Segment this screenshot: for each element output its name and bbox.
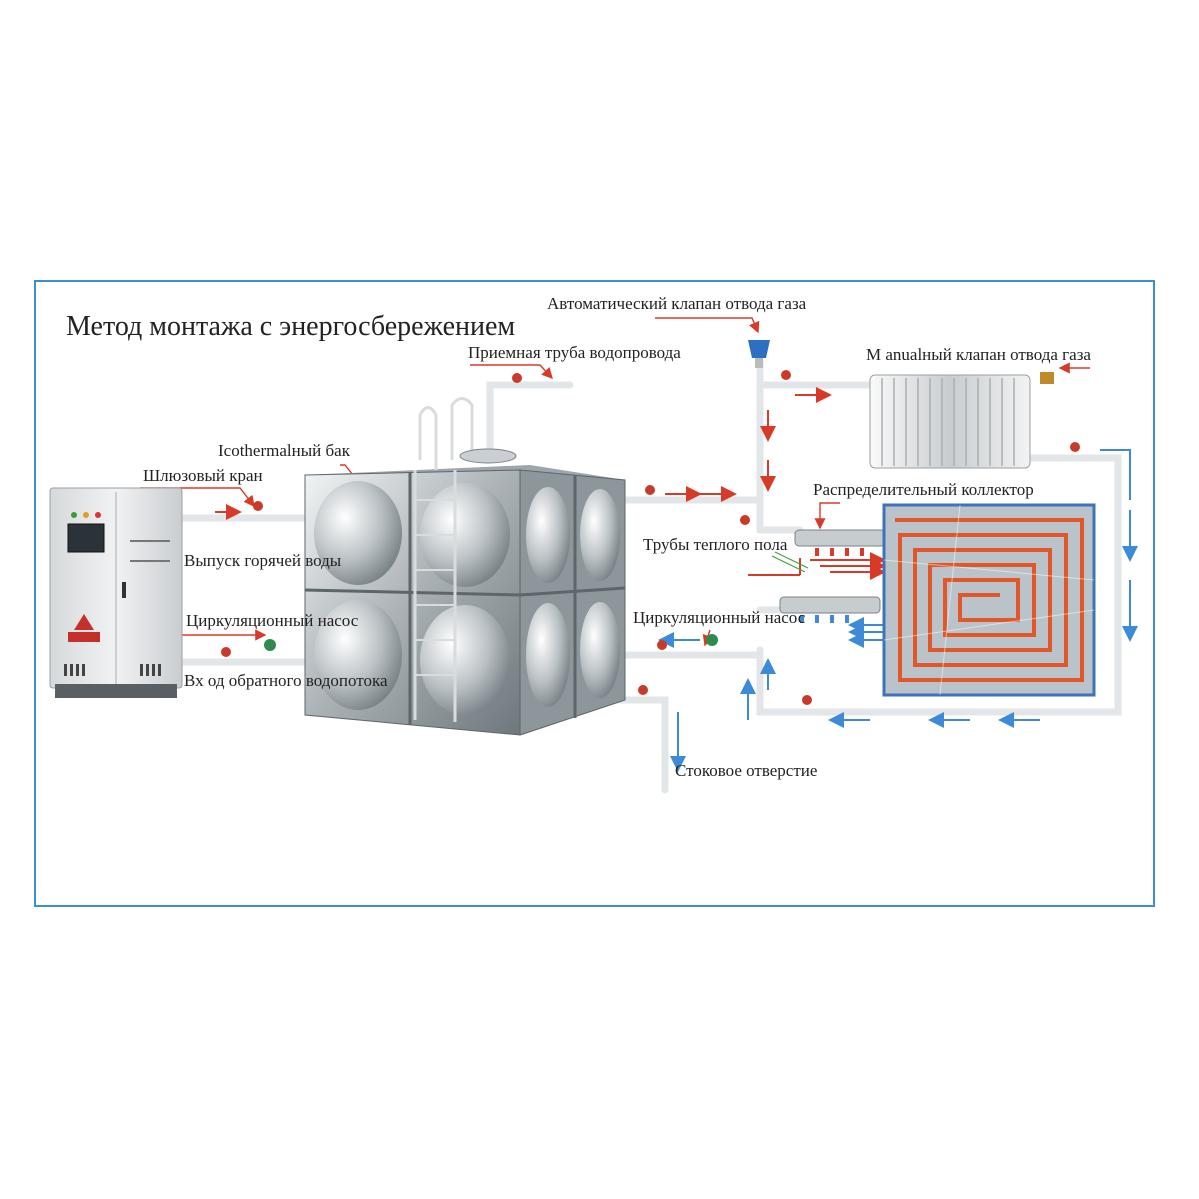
- return-flow-arrows: [658, 449, 1138, 772]
- label-manifold: Распределительный коллектор: [813, 480, 1034, 499]
- valves: [221, 370, 1080, 705]
- label-return-water-inlet: Вх од обратного водопотока: [184, 671, 388, 690]
- electric-boiler: [49, 487, 183, 698]
- label-inlet-pipe: Приемная труба водопровода: [468, 343, 681, 362]
- label-circulation-pump-right: Циркуляционный насос: [633, 608, 806, 627]
- label-gate-valve: Шлюзовый кран: [143, 466, 263, 485]
- label-manual-vent: M anualный клапан отвода газа: [866, 345, 1091, 364]
- floor-pipe-leader: [771, 551, 809, 573]
- radiator: [869, 372, 1054, 469]
- auto-air-vent: [748, 340, 770, 368]
- diagram-title: Метод монтажа с энергосбережением: [66, 311, 516, 342]
- hot-flow-arrows: [215, 387, 886, 580]
- label-tank: Icothermalный бак: [218, 441, 350, 460]
- label-hot-water-outlet: Выпуск горячей воды: [184, 551, 342, 570]
- floor-heating-coil: [882, 503, 1096, 697]
- pipes: [178, 356, 1122, 794]
- insulated-water-tank: [304, 397, 626, 736]
- label-drain: Стоковое отверстие: [675, 761, 818, 780]
- label-auto-vent: Автоматический клапан отвода газа: [547, 294, 807, 313]
- distribution-manifold: [779, 529, 886, 623]
- label-floor-pipes: Трубы теплого пола: [643, 535, 788, 554]
- label-circulation-pump-left: Циркуляционный насос: [186, 611, 359, 630]
